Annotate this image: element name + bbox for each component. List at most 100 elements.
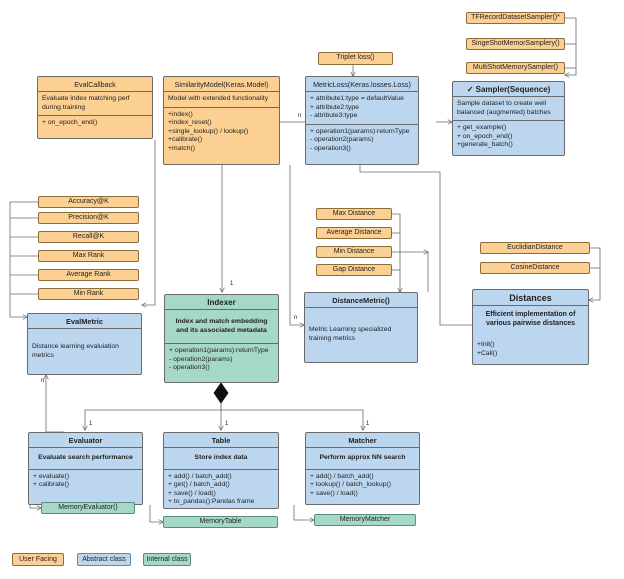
distance-gap: Gap Distance <box>316 264 392 276</box>
evalcallback-desc: Evaluate index matching perf during trai… <box>42 95 130 111</box>
sampler-method: +generate_batch() <box>457 141 513 149</box>
metric-precision: Precision@K <box>38 212 139 224</box>
similarity-method: +index() <box>168 110 193 118</box>
distancemetric-title: DistanceMetric() <box>305 293 417 308</box>
evalcallback-class: EvalCallback Evaluate index matching per… <box>37 76 153 139</box>
evaluator-methods: + evaluate() + calibrate() <box>29 468 142 493</box>
metricloss-method: - operation3() <box>310 144 351 152</box>
mult-n-evalmetric: n <box>41 378 44 384</box>
line-metricloss-distances <box>359 165 472 326</box>
triplet-loss: Triplet loss() <box>318 52 393 65</box>
metricloss-class: MetricLoss(Keras.losses.Loss) + attribut… <box>305 76 419 165</box>
mult-1-evaluator: 1 <box>89 421 93 427</box>
evaluator-method: + calibrate() <box>33 481 70 489</box>
distances-method: +Call() <box>477 349 498 357</box>
metricloss-methods: + operation1(params):returnType - operat… <box>306 123 418 157</box>
metric-accuracy: Accuracy@K <box>38 196 139 208</box>
line-memory-matcher <box>293 505 314 520</box>
indexer-method: - operation3() <box>169 364 210 372</box>
similarity-method: +single_lookup() / lookup() <box>168 127 249 135</box>
indexer-desc: Index and match embedding and its associ… <box>175 318 268 334</box>
metricloss-title: MetricLoss(Keras.losses.Loss) <box>306 77 418 92</box>
legend-user-facing: User Facing <box>12 553 64 566</box>
evalmetric-class: EvalMetric Distance learning evaluiation… <box>27 313 142 375</box>
singleshot-sampler: SingeShotMemorSamplery() <box>466 38 565 50</box>
similarity-method: +calibrate() <box>168 136 203 144</box>
similarity-method: +index_reset() <box>168 119 212 127</box>
sampler-class: ✓ Sampler(Sequence) Sample dataset to cr… <box>452 81 565 156</box>
metric-average-rank: Average Rank <box>38 269 139 281</box>
sampler-method: + get_example() <box>457 124 507 132</box>
euclidian-distance: EuclidianDistance <box>480 242 590 254</box>
matcher-methods: + add() / batch_add() + lookup() / batch… <box>306 468 419 502</box>
evaluator-class: Evaluator Evaluate search performance + … <box>28 432 143 505</box>
line-impls-distances <box>589 247 601 300</box>
metricloss-attrs: + attribute1:type = defaultValue + attri… <box>306 92 418 124</box>
legend-abstract-class: Abstract class <box>77 553 131 566</box>
indexer-methods: + operation1(params):returnType - operat… <box>165 343 278 376</box>
table-method: + save() / load() <box>168 489 216 497</box>
indexer-method: + operation1(params):returnType <box>169 347 269 355</box>
evalcallback-methods: + on_epoch_end() <box>38 115 152 131</box>
line-indexer-matcher <box>221 409 363 430</box>
memory-table: MemoryTable <box>163 516 278 528</box>
similarity-title: SimilarityModel(Keras.Model) <box>164 77 279 92</box>
evalcallback-method: + on_epoch_end() <box>42 119 98 127</box>
metric-max-rank: Max Rank <box>38 250 139 262</box>
matcher-method: + add() / batch_add() <box>310 472 374 480</box>
table-title: Table <box>164 433 278 448</box>
similarity-model-class: SimilarityModel(Keras.Model) Model with … <box>163 76 280 165</box>
indexer-title: Indexer <box>165 295 278 310</box>
line-indexer-evaluator <box>85 403 222 430</box>
sampler-desc: Sample dataset to create well balanced (… <box>457 100 551 116</box>
evalcallback-title: EvalCallback <box>38 77 152 92</box>
table-method: + get() / batch_add() <box>168 481 230 489</box>
legend-internal-class: Internal class <box>143 553 191 566</box>
table-method: + to_pandas():Pandas frame <box>168 498 255 506</box>
metricloss-method: - operation2(params) <box>310 136 374 144</box>
matcher-class: Matcher Perform approx NN search + add()… <box>305 432 420 505</box>
similarity-method: +match() <box>168 144 196 152</box>
line-evalcallback-evalmetric <box>142 140 156 305</box>
distancemetric-class: DistanceMetric() Metric Learning special… <box>304 292 418 363</box>
line-metrics-bracket <box>9 201 38 317</box>
distance-min: Min Distance <box>316 246 392 258</box>
cosine-distance: CosineDistance <box>480 262 590 274</box>
mult-1-table: 1 <box>225 421 229 427</box>
table-method: + add() / batch_add() <box>168 472 232 480</box>
metricloss-attr: - attribute3:type <box>310 112 358 120</box>
mult-1-indexer: 1 <box>230 281 234 287</box>
indexer-method: - operation2(params) <box>169 355 233 363</box>
indexer-class: Indexer Index and match embedding and it… <box>164 294 279 383</box>
distances-title: Distances <box>473 290 588 306</box>
metricloss-method: + operation1(params):returnType <box>310 127 410 135</box>
evaluator-title: Evaluator <box>29 433 142 448</box>
distances-method: +Init() <box>477 341 495 349</box>
line-distances-bracket <box>392 213 400 292</box>
line-tfrecord-sampler <box>565 17 577 75</box>
memory-evaluator: MemoryEvaluator() <box>41 502 135 514</box>
table-class: Table Store index data + add() / batch_a… <box>163 432 279 509</box>
evaluator-desc: Evaluate search performance <box>38 454 133 461</box>
memory-matcher: MemoryMatcher <box>314 514 416 526</box>
tfrecord-sampler: TFRecordDatasetSampler()* <box>466 12 565 24</box>
metricloss-attr: + attribute2:type <box>310 103 359 111</box>
distance-average: Average Distance <box>316 227 392 239</box>
metricloss-attr: + attribute1:type = defaultValue <box>310 95 404 102</box>
line-evaluator-evalmetric <box>46 375 64 433</box>
line-similarity-distancemetric <box>289 165 304 325</box>
matcher-method: + save() / load() <box>310 489 358 497</box>
similarity-methods: +index() +index_reset() +single_lookup()… <box>164 106 279 157</box>
sampler-method: + on_epoch_end() <box>457 132 513 140</box>
mult-1-matcher: 1 <box>366 421 370 427</box>
evaluator-method: + evaluate() <box>33 472 70 480</box>
distancemetric-desc: Metric Learning specialized training met… <box>309 326 392 342</box>
distances-class: Distances Efficient implementation of va… <box>472 289 589 365</box>
sampler-title: ✓ Sampler(Sequence) <box>453 82 564 97</box>
evalmetric-desc: Distance learning evaluiation metrics <box>32 343 119 359</box>
distances-methods: +Init() +Call() <box>473 331 588 361</box>
mult-n-distancemetric: n <box>294 315 297 321</box>
matcher-desc: Perform approx NN search <box>319 454 406 461</box>
matcher-method: + lookup() / batch_lookup() <box>310 481 392 489</box>
